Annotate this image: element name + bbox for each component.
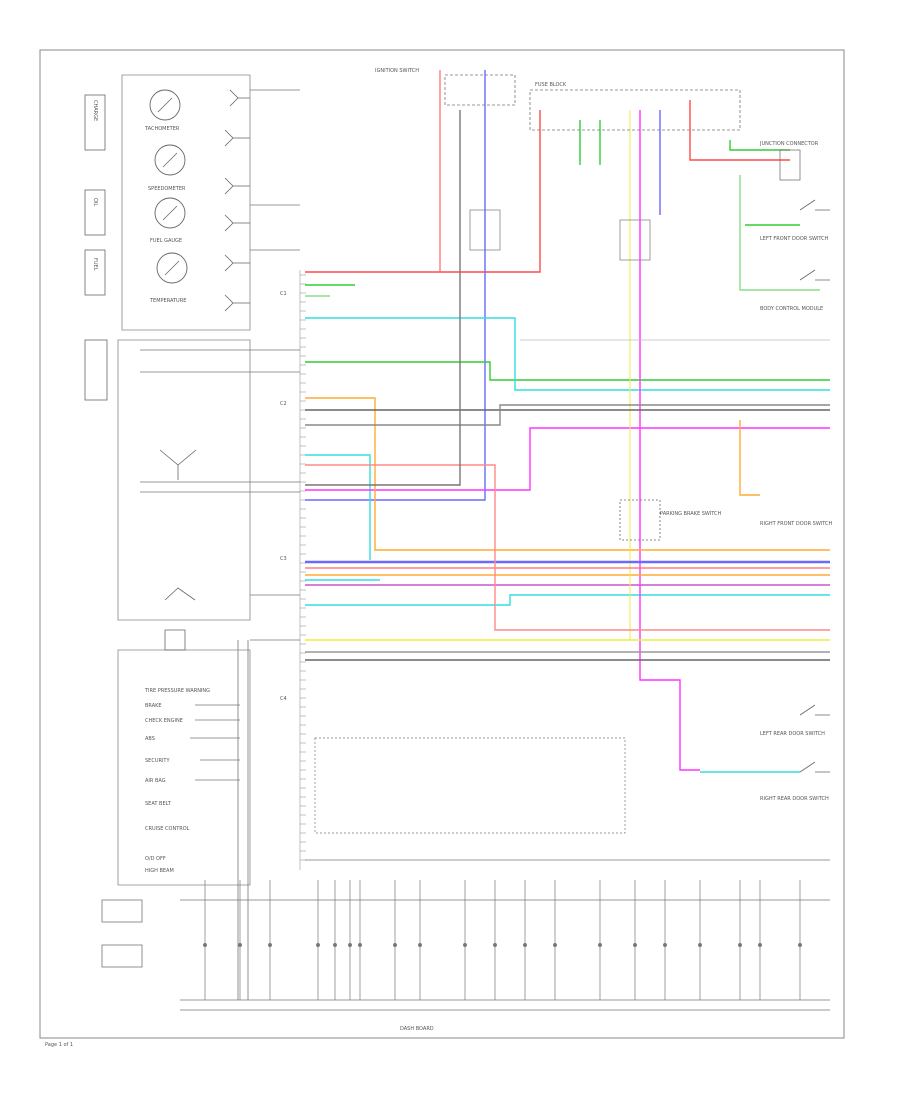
svg-text:TACHOMETER: TACHOMETER	[144, 126, 180, 132]
warning-lamp-9: HIGH BEAM	[145, 868, 174, 874]
side-box-label-fuel: FUEL	[92, 258, 98, 271]
gauge-temperature: TEMPERATURE	[149, 252, 188, 304]
warning-lamp-1: BRAKE	[145, 703, 162, 709]
switch-contact	[316, 943, 320, 947]
wire-red-right	[689, 100, 790, 161]
switch-contact	[553, 943, 557, 947]
junction-connector	[779, 149, 801, 181]
switch-contact	[493, 943, 497, 947]
component-label-5: RIGHT REAR DOOR SWITCH	[760, 796, 829, 802]
switch-contact	[738, 943, 742, 947]
switch-contact	[333, 943, 337, 947]
instrument-cluster: CHARGE OIL FUEL TACHOMETER SPEEDOMETER F…	[84, 74, 251, 886]
fuse-block-label: FUSE BLOCK	[535, 82, 567, 88]
switch-contact	[268, 943, 272, 947]
svg-text:SPEEDOMETER: SPEEDOMETER	[148, 186, 186, 192]
component-label-1: LEFT FRONT DOOR SWITCH	[760, 236, 829, 242]
warning-lamp-6: SEAT BELT	[145, 801, 172, 807]
junction-connector-label: JUNCTION CONNECTOR	[759, 141, 819, 147]
connector-column	[299, 270, 306, 870]
gauge-tachometer: TACHOMETER	[144, 89, 181, 132]
component-label-0: BODY CONTROL MODULE	[760, 306, 823, 312]
svg-text:TEMPERATURE: TEMPERATURE	[149, 298, 186, 304]
warning-lamp-8: O/D OFF	[145, 856, 166, 862]
switch-contact	[698, 943, 702, 947]
switch-contact	[348, 943, 352, 947]
connector-label-c1: C1	[280, 291, 287, 297]
wire-harness	[305, 70, 830, 773]
warning-lamp-0: TIRE PRESSURE WARNING	[144, 688, 210, 694]
svg-text:FUEL GAUGE: FUEL GAUGE	[150, 238, 182, 244]
corner-label: Page 1 of 1	[45, 1042, 73, 1048]
footer-label: DASH BOARD	[400, 1026, 434, 1032]
switch-contact	[418, 943, 422, 947]
switch-contact	[463, 943, 467, 947]
component-label-2: RIGHT FRONT DOOR SWITCH	[760, 521, 833, 527]
connector-label-c2: C2	[280, 401, 287, 407]
side-box-label-oil: OIL	[92, 198, 98, 206]
component-label-4: LEFT REAR DOOR SWITCH	[760, 731, 825, 737]
wire-magenta	[305, 427, 830, 491]
warning-lamp-list: TIRE PRESSURE WARNING BRAKE CHECK ENGINE…	[144, 688, 210, 874]
wire-red-main	[305, 110, 541, 273]
wire-blue	[305, 70, 486, 501]
side-box-oil	[84, 189, 106, 236]
lower-switch-section	[180, 737, 830, 1011]
side-box-fuel	[84, 249, 106, 296]
ignition-switch-label: IGNITION SWITCH	[375, 68, 419, 74]
diagram-frame	[39, 49, 845, 1039]
warning-lamp-7: CRUISE CONTROL	[145, 826, 190, 832]
gauge-fuel: FUEL GAUGE	[150, 197, 186, 244]
wire-orange	[305, 397, 830, 551]
side-box-charge	[84, 94, 106, 151]
switch-contact	[798, 943, 802, 947]
switch-contact	[523, 943, 527, 947]
switch-contact	[663, 943, 667, 947]
switch-contact	[758, 943, 762, 947]
connector-labels: C1 C2 C3 C4	[280, 291, 287, 702]
switch-contact	[598, 943, 602, 947]
switch-contact	[203, 943, 207, 947]
switch-contact	[358, 943, 362, 947]
warning-lamp-3: ABS	[145, 736, 155, 742]
warning-lamp-5: AIR BAG	[145, 778, 166, 784]
connector-label-c3: C3	[280, 556, 287, 562]
warning-lamp-2: CHECK ENGINE	[145, 718, 183, 724]
connector-label-c4: C4	[280, 696, 287, 702]
switch-contact	[633, 943, 637, 947]
gauge-speedometer: SPEEDOMETER	[148, 144, 186, 192]
fuse-block	[529, 89, 741, 131]
side-box-label-charge: CHARGE	[92, 100, 98, 121]
right-components	[619, 199, 830, 773]
right-component-labels: BODY CONTROL MODULE LEFT FRONT DOOR SWIT…	[660, 236, 833, 802]
component-label-3: PARKING BRAKE SWITCH	[660, 511, 722, 517]
top-components: FUSE BLOCK IGNITION SWITCH JUNCTION CONN…	[375, 68, 819, 261]
switch-contact	[393, 943, 397, 947]
switch-contact	[238, 943, 242, 947]
warning-lamp-4: SECURITY	[145, 758, 170, 764]
wire-cyan-1	[305, 317, 830, 391]
